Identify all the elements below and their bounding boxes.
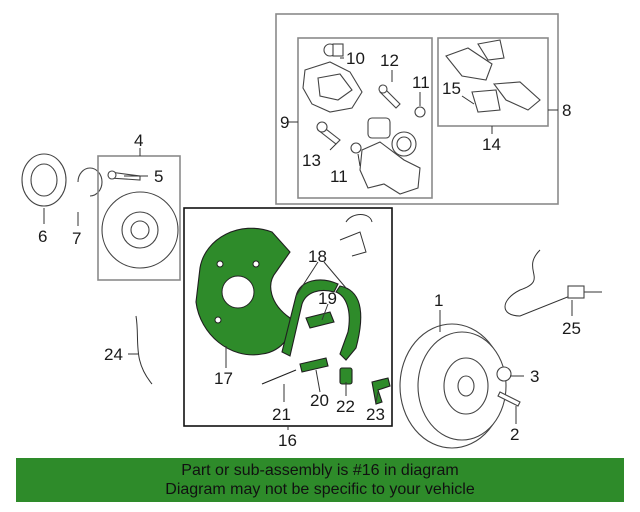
- piston-and-seal: [367, 117, 417, 157]
- callout-15: 15: [442, 79, 461, 98]
- callout-12: 12: [380, 51, 399, 70]
- banner-line-2: Diagram may not be specific to your vehi…: [165, 481, 475, 498]
- brake-hose: [135, 315, 153, 385]
- hub-frame: [97, 155, 181, 281]
- caliper-mount-bolt: [316, 121, 341, 145]
- callout-3: 3: [530, 367, 539, 386]
- callout-14: 14: [482, 135, 501, 154]
- callout-20: 20: [310, 391, 329, 410]
- callout-6: 6: [38, 227, 47, 246]
- callout-22: 22: [336, 397, 355, 416]
- brake-rotor: [399, 323, 507, 449]
- callout-21: 21: [272, 405, 291, 424]
- callout-24: 24: [104, 345, 123, 364]
- callout-16: 16: [278, 431, 297, 450]
- adjuster-parts: [299, 311, 335, 373]
- caliper-bolt-lower: [350, 142, 362, 154]
- callout-9: 9: [280, 113, 289, 132]
- callout-19: 19: [318, 289, 337, 308]
- caliper-subframe: [297, 37, 433, 199]
- backing-plate: [195, 227, 292, 356]
- callout-5: 5: [154, 167, 163, 186]
- guide-pin: [378, 84, 401, 109]
- wheel-hub: [101, 191, 179, 269]
- callout-11-upper: 11: [412, 73, 430, 92]
- bleeder-screw: [332, 43, 344, 57]
- callout-17: 17: [214, 369, 233, 388]
- callout-1: 1: [434, 291, 443, 310]
- callout-10: 10: [346, 49, 365, 68]
- callout-23: 23: [366, 405, 385, 424]
- callout-18: 18: [308, 247, 327, 266]
- caliper-assembly-frame: [275, 13, 559, 205]
- callout-11-lower: 11: [330, 167, 348, 186]
- callout-25: 25: [562, 319, 581, 338]
- parking-brake-shoes: [281, 279, 362, 361]
- callout-13: 13: [302, 151, 321, 170]
- caliper-bolt-upper: [414, 106, 426, 118]
- brake-pads: [445, 39, 541, 113]
- callout-2: 2: [510, 425, 519, 444]
- wheel-bearing: [21, 153, 67, 207]
- pad-kit-subframe: [437, 37, 549, 127]
- caliper-bracket: [359, 141, 421, 195]
- leader-lines: [43, 57, 573, 430]
- callout-4: 4: [134, 131, 143, 150]
- callout-8: 8: [562, 101, 571, 120]
- callout-7: 7: [72, 229, 81, 248]
- info-banner: Part or sub-assembly is #16 in diagram D…: [16, 458, 624, 502]
- abs-sensor: [504, 249, 602, 317]
- banner-line-1: Part or sub-assembly is #16 in diagram: [181, 462, 459, 479]
- rotor-screw: [496, 366, 521, 407]
- parking-cable-spring: [339, 214, 373, 257]
